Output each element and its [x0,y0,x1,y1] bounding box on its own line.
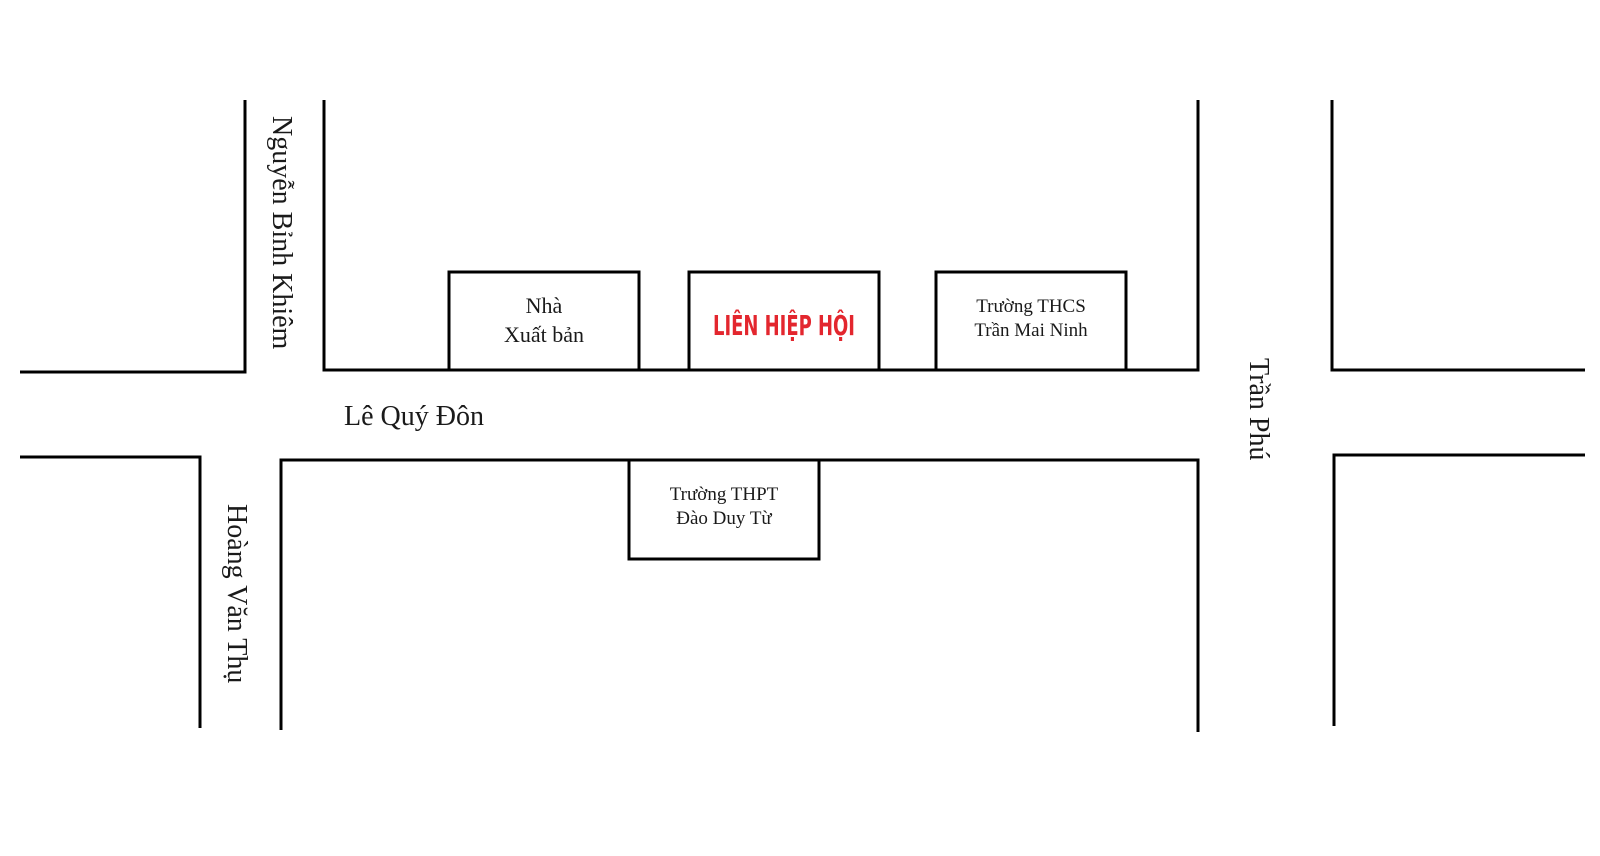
building-thpt-dao-duy-tu: Trường THPT Đào Duy Từ [627,458,821,561]
road-edge-southeast [1332,453,1585,726]
building-label: Xuất bản [504,322,584,347]
building-nha-xuat-ban: Nhà Xuất bản [447,270,641,372]
road-lines [20,100,1585,732]
building-label: Trường THPT [670,484,779,505]
street-label-le-quy-don: Lê Quý Đôn [344,401,484,432]
building-label: Đào Duy Từ [676,508,772,529]
building-label: Trần Mai Ninh [974,320,1088,341]
building-label-highlight: LIÊN HIỆP HỘI [713,308,855,342]
road-edge-northwest [20,100,247,374]
street-label-nguyen-binh-khiem: Nguyễn Bỉnh Khiêm [266,116,297,350]
building-thcs-tran-mai-ninh: Trường THCS Trần Mai Ninh [934,270,1128,372]
building-label: Nhà [526,293,563,318]
road-edge-northeast [1330,100,1585,372]
building-lien-hiep-hoi: LIÊN HIỆP HỘI [687,270,881,372]
road-edge-southwest [20,455,202,728]
building-label: Trường THCS [976,296,1086,317]
street-label-hoang-van-thu: Hoàng Văn Thụ [221,504,252,683]
street-label-tran-phu: Trần Phú [1243,358,1274,460]
